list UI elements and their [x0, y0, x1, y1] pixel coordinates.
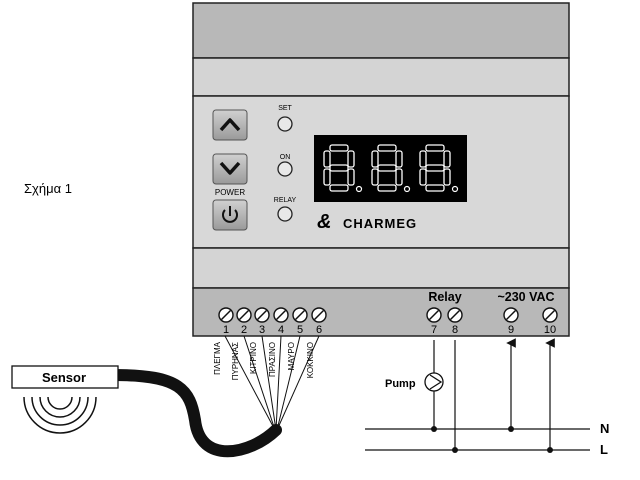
terminal-screw: 6: [311, 307, 327, 336]
pump-symbol: [424, 372, 444, 392]
display-digit: [419, 144, 459, 193]
terminal-screw: 5: [292, 307, 308, 336]
brand-name: CHARMEG: [343, 216, 417, 231]
relay-indicator-led: [277, 206, 293, 222]
sensor-wires: [224, 335, 320, 431]
wire-color-label: ΚΟΚΚΙΝΟ: [306, 342, 315, 378]
down-arrow-icon: [219, 161, 241, 175]
terminal-screw: 1: [218, 307, 234, 336]
power-icon: [222, 206, 238, 223]
signal-waves-icon: [23, 396, 97, 434]
junction-dot: [547, 447, 553, 453]
set-label: SET: [278, 105, 292, 112]
power-label: POWER: [215, 188, 245, 197]
up-button[interactable]: [212, 109, 248, 141]
set-indicator-led: [277, 116, 293, 132]
display-digits: [323, 144, 459, 193]
wire-color-label: ΜΑΥΡΟ: [287, 342, 296, 370]
power-terminal-label: ~230 VAC: [497, 290, 554, 304]
terminal-number: 1: [223, 324, 229, 336]
terminal-number: 10: [544, 324, 556, 336]
mains-lines: [365, 428, 590, 451]
relay-label: RELAY: [274, 197, 297, 204]
junction-dot: [431, 426, 437, 432]
on-indicator-led: [277, 161, 293, 177]
terminal-number: 9: [508, 324, 514, 336]
sensor-cable: [109, 369, 282, 458]
on-label: ON: [280, 154, 291, 161]
terminal-number: 6: [316, 324, 322, 336]
neutral-label: N: [600, 421, 609, 436]
relay-terminal-label: Relay: [428, 290, 461, 304]
terminal-screw: 4: [273, 307, 289, 336]
terminal-number: 3: [259, 324, 265, 336]
terminal-number: 8: [452, 324, 458, 336]
terminal-number: 2: [241, 324, 247, 336]
terminal-screw: 3: [254, 307, 270, 336]
terminal-number: 7: [431, 324, 437, 336]
terminal-number: 4: [278, 324, 284, 336]
up-arrow-icon: [219, 118, 241, 132]
terminal-screw: 2: [236, 307, 252, 336]
sensor-body: [11, 365, 119, 389]
wire-color-label: ΠΛΕΓΜΑ: [213, 341, 222, 375]
controller-device: POWER SET ON RELAY & CHARMEG: [192, 2, 570, 337]
top-section: [192, 2, 570, 59]
wire-color-label: ΚΙΤΡΙΝΟ: [249, 342, 258, 374]
down-button[interactable]: [212, 153, 248, 185]
mains-feed: [506, 338, 555, 450]
terminal-screw: 10: [542, 307, 558, 336]
sensor-label: Sensor: [42, 370, 86, 385]
power-button[interactable]: [212, 199, 248, 231]
pump-label: Pump: [385, 378, 416, 390]
display-digit: [371, 144, 411, 193]
sensor: Sensor: [11, 365, 119, 434]
relay-wiring: [433, 340, 456, 450]
terminal-screw: 8: [447, 307, 463, 336]
wire-color-label: ΠΡΑΣΙΝΟ: [268, 342, 277, 377]
figure-label: Σχήμα 1: [24, 181, 72, 196]
lower-band: [192, 247, 570, 289]
junction-dot: [508, 426, 514, 432]
wire-color-labels: ΠΛΕΓΜΑ ΠΥΡΗΝΑΣ ΚΙΤΡΙΝΟ ΠΡΑΣΙΝΟ ΜΑΥΡΟ ΚΟΚΚΙΝΟ: [213, 341, 315, 380]
junction-dot: [452, 447, 458, 453]
svg-text:&: &: [317, 211, 331, 233]
terminal-number: 5: [297, 324, 303, 336]
live-label: L: [600, 442, 608, 457]
brand-logo: & CHARMEG: [317, 211, 417, 233]
upper-band: [192, 57, 570, 97]
wire-color-label: ΠΥΡΗΝΑΣ: [231, 342, 240, 380]
terminal-screw: 7: [426, 307, 442, 336]
terminal-screw: 9: [503, 307, 519, 336]
display-digit: [323, 144, 363, 193]
